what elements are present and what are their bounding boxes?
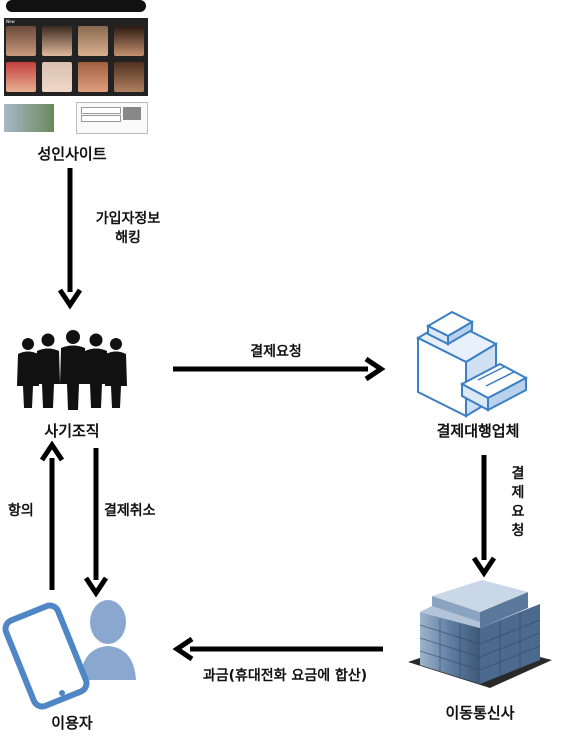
site-banner-ad	[4, 104, 54, 132]
adult-site-label: 성인사이트	[37, 145, 107, 163]
pay-request-vertical-label: 결 제 요 청	[511, 466, 525, 539]
arrow-site-to-fraud	[57, 168, 83, 310]
complaint-label: 항의	[8, 503, 34, 519]
site-login-box	[76, 102, 148, 134]
site-photo	[78, 62, 108, 92]
site-photo	[114, 26, 144, 56]
site-photo	[42, 62, 72, 92]
arrow-user-to-fraud	[39, 440, 65, 590]
arrow-fraud-to-agency	[173, 356, 386, 382]
site-photo	[6, 62, 36, 92]
office-cash-icon	[415, 310, 529, 418]
arrow-agency-to-carrier	[471, 455, 497, 578]
cancel-label: 결제취소	[104, 503, 156, 519]
site-photo	[6, 26, 36, 56]
site-photo	[114, 62, 144, 92]
person-icon	[80, 600, 136, 680]
hack-label: 가입자정보 해킹	[95, 211, 161, 246]
carrier-label: 이동통신사	[445, 704, 515, 722]
site-photo	[42, 26, 72, 56]
adult-site-thumbnail: New	[0, 0, 150, 140]
people-silhouette-icon	[17, 330, 127, 410]
billing-label: 과금(휴대전화 요금에 합산)	[202, 668, 368, 684]
user-label: 이용자	[51, 714, 93, 732]
site-photo-grid: New	[4, 18, 148, 96]
building-icon	[408, 580, 552, 688]
site-photo	[78, 26, 108, 56]
fraud-org-label: 사기조직	[44, 422, 100, 440]
arrow-carrier-to-user	[172, 636, 383, 662]
site-banner-label: New	[6, 19, 15, 24]
pay-request-label: 결제요청	[250, 344, 302, 360]
smartphone-icon	[2, 602, 90, 710]
site-nav-bar	[6, 0, 146, 12]
arrow-fraud-to-user	[83, 448, 109, 598]
payment-agency-label: 결제대행업체	[436, 422, 520, 440]
